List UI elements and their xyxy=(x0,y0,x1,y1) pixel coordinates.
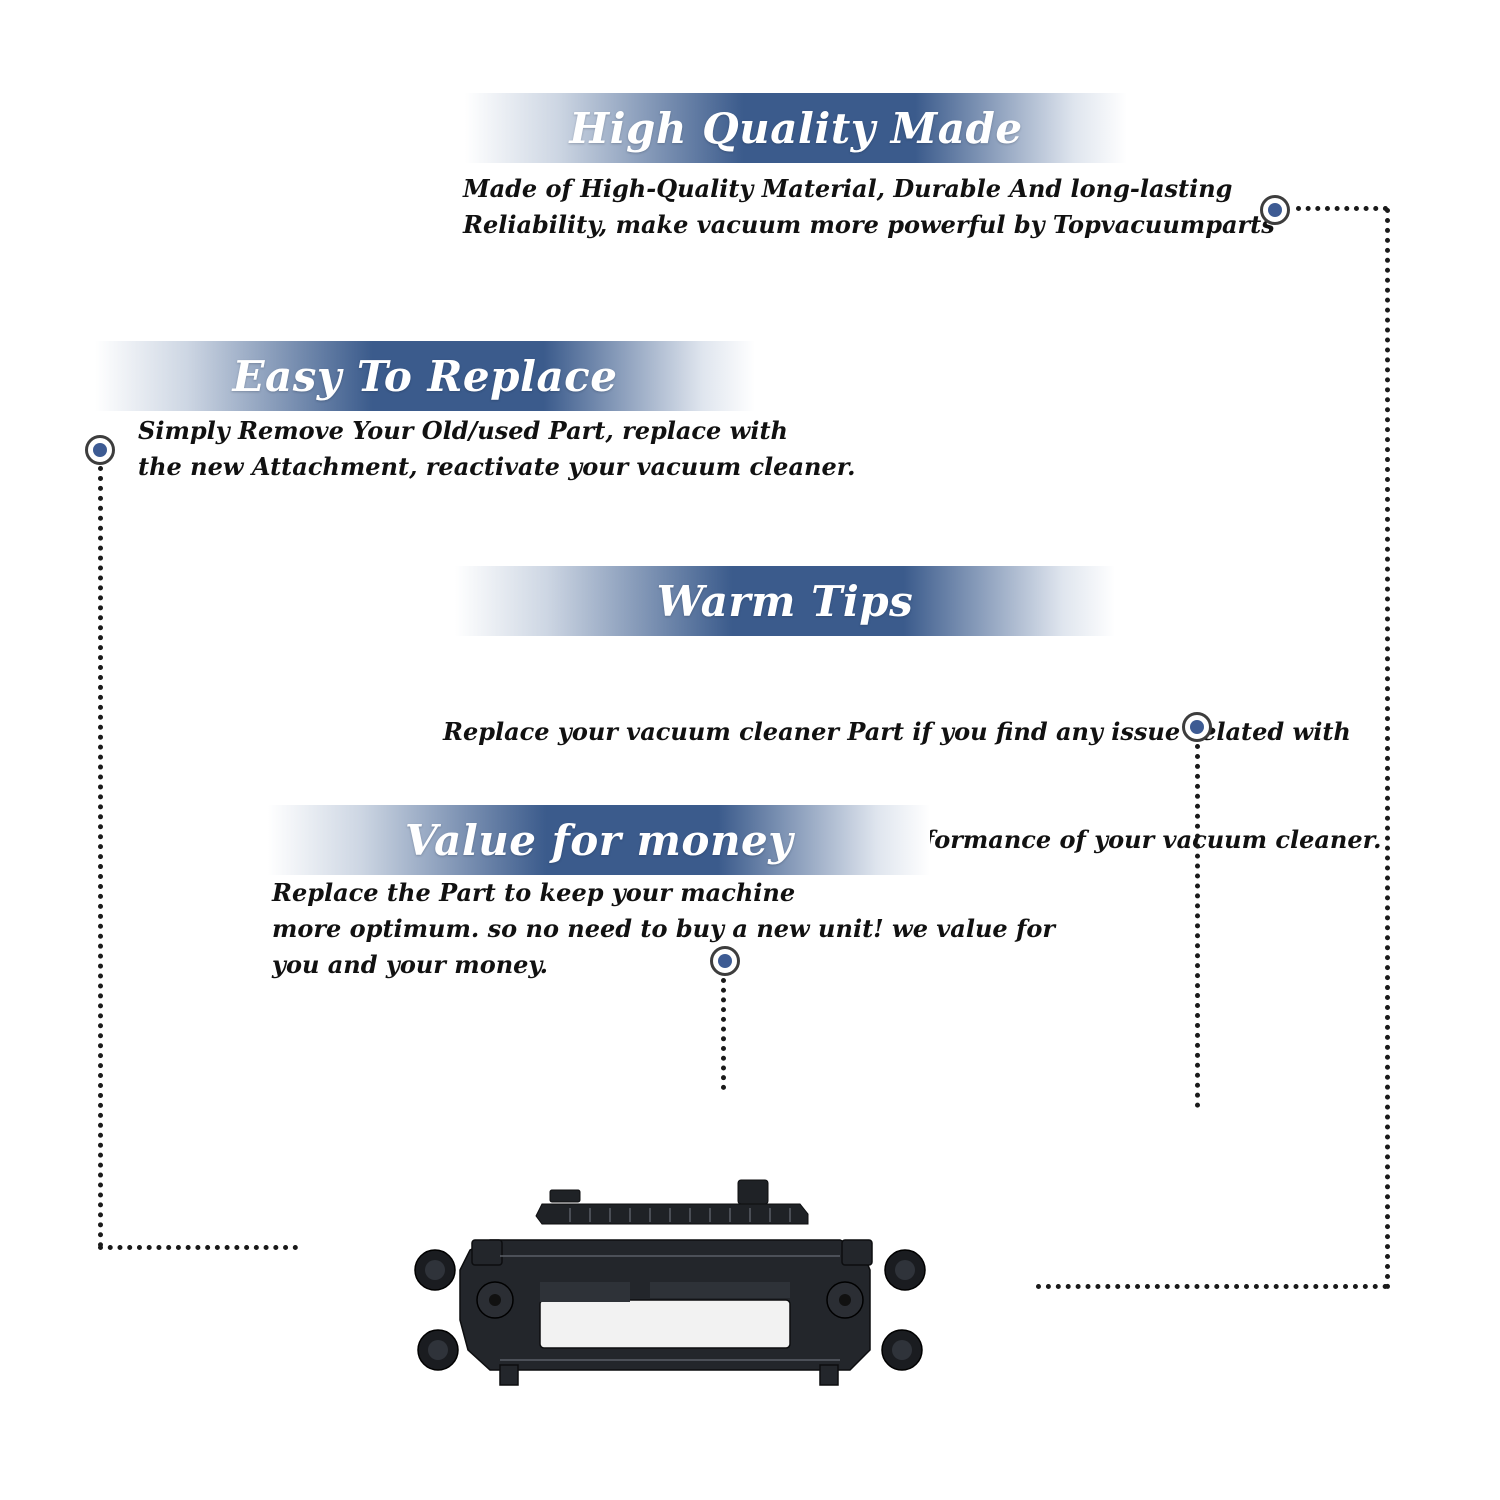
description-line: more optimum. so no need to buy a new un… xyxy=(272,914,1055,943)
connector-line xyxy=(721,978,726,1090)
section-title: High Quality Made xyxy=(569,103,1023,153)
description-line: Reliability, make vacuum more powerful b… xyxy=(463,210,1275,239)
connector-line xyxy=(1296,206,1388,211)
banner-high-quality-made: High Quality Made xyxy=(465,93,1127,163)
section-description-easy-to-replace: Simply Remove Your Old/used Part, replac… xyxy=(138,413,856,485)
section-title: Warm Tips xyxy=(656,576,914,626)
banner-value-for-money: Value for money xyxy=(268,805,930,875)
description-line: Made of High-Quality Material, Durable A… xyxy=(463,174,1233,203)
description-line: Replace the Part to keep your machine xyxy=(272,878,796,907)
section-description-high-quality-made: Made of High-Quality Material, Durable A… xyxy=(463,171,1275,243)
target-dot-icon xyxy=(710,946,740,976)
connector-line xyxy=(98,1245,298,1250)
connector-line xyxy=(1385,208,1390,1290)
connector-line xyxy=(98,466,103,1248)
description-line: you and your money. xyxy=(272,950,548,979)
connector-line xyxy=(1195,744,1200,1108)
target-dot-icon xyxy=(85,435,115,465)
banner-easy-to-replace: Easy To Replace xyxy=(95,341,755,411)
section-title: Easy To Replace xyxy=(232,351,618,401)
section-description-value-for-money: Replace the Part to keep your machine mo… xyxy=(272,875,1055,983)
vacuum-part-image xyxy=(414,1179,926,1386)
description-line: the new Attachment, reactivate your vacu… xyxy=(138,452,856,481)
target-dot-icon xyxy=(1260,195,1290,225)
description-line: Replace your vacuum cleaner Part if you … xyxy=(443,717,1351,746)
target-dot-icon xyxy=(1182,712,1212,742)
connector-line xyxy=(1036,1284,1388,1289)
section-title: Value for money xyxy=(404,815,794,865)
description-line: Simply Remove Your Old/used Part, replac… xyxy=(138,416,788,445)
banner-warm-tips: Warm Tips xyxy=(455,566,1115,636)
